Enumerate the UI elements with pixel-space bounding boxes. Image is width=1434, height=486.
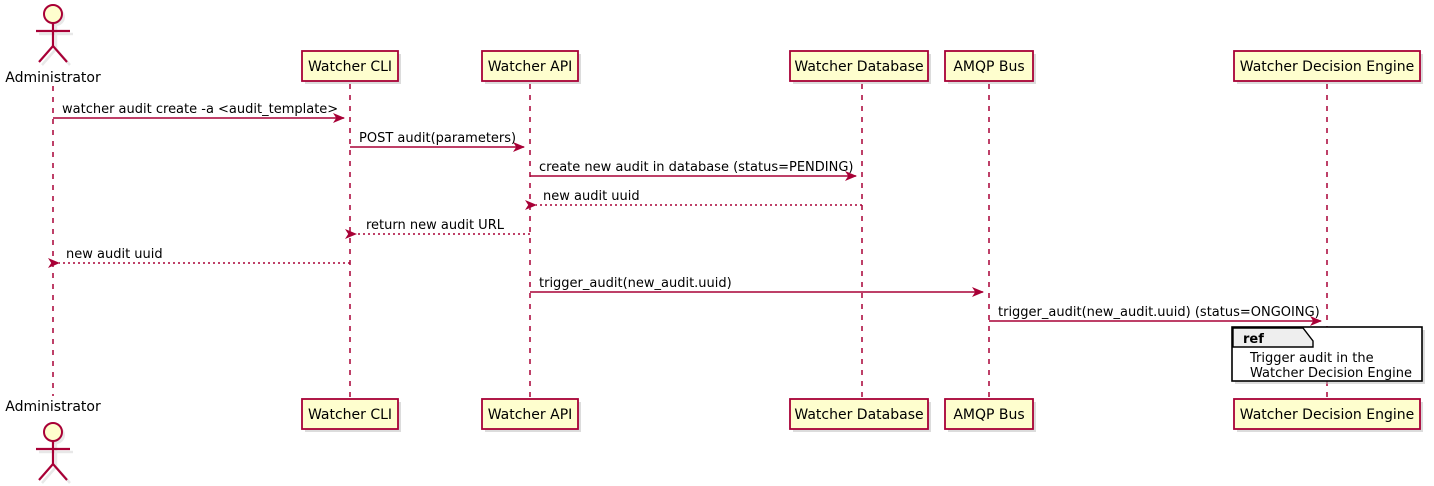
participant-box-watcher-cli-bottom[interactable]: Watcher CLI — [301, 398, 401, 432]
participant-label-watcher-decision-engine-bottom: Watcher Decision Engine — [1240, 407, 1414, 423]
participant-label-amqp-bus-bottom: AMQP Bus — [953, 407, 1024, 423]
participant-box-watcher-database-top[interactable]: Watcher Database — [789, 50, 931, 84]
participant-box-rect — [789, 50, 929, 82]
message-2[interactable]: POST audit(parameters) — [350, 131, 525, 152]
message-label-5: return new audit URL — [366, 218, 505, 233]
participant-label-watcher-database-top: Watcher Database — [794, 59, 923, 75]
reference-block-line-2: Watcher Decision Engine — [1250, 366, 1412, 381]
participant-label-watcher-cli-bottom: Watcher CLI — [308, 407, 392, 423]
participant-label-watcher-decision-engine-top: Watcher Decision Engine — [1240, 59, 1414, 75]
participant-box-amqp-bus-top[interactable]: AMQP Bus — [944, 50, 1036, 84]
actor-head-icon — [43, 4, 63, 24]
participant-box-rect — [944, 398, 1034, 430]
reference-block-header — [1232, 327, 1314, 348]
message-6[interactable]: new audit uuid — [48, 247, 350, 268]
participant-box-watcher-decision-engine-bottom[interactable]: Watcher Decision Engine — [1233, 398, 1423, 432]
reference-block-keyword: ref — [1243, 332, 1264, 347]
message-label-8: trigger_audit(new_audit.uuid) (status=ON… — [998, 305, 1320, 320]
message-label-6: new audit uuid — [66, 247, 163, 262]
actor-leg-right — [52, 463, 68, 481]
reference-block[interactable]: ref Trigger audit in the Watcher Decisio… — [1231, 326, 1425, 384]
participant-box-rect — [1233, 50, 1421, 82]
participant-label-amqp-bus-top: AMQP Bus — [953, 59, 1024, 75]
message-label-3: create new audit in database (status=PEN… — [539, 160, 854, 175]
participant-label-watcher-cli-top: Watcher CLI — [308, 59, 392, 75]
actor-administrator-top[interactable]: Administrator — [5, 4, 101, 86]
message-1[interactable]: watcher audit create -a <audit_template> — [53, 102, 345, 123]
message-label-7: trigger_audit(new_audit.uuid) — [539, 276, 732, 291]
actor-administrator-bottom[interactable]: Administrator — [5, 399, 101, 484]
lifelines — [52, 84, 1328, 398]
actor-label-administrator-top: Administrator — [5, 70, 101, 86]
participant-box-rect — [789, 398, 929, 430]
participant-label-watcher-api-bottom: Watcher API — [488, 407, 573, 423]
actor-head-icon — [43, 422, 63, 442]
participant-box-rect — [481, 398, 579, 430]
participant-box-rect — [1233, 398, 1421, 430]
participant-box-watcher-cli-top[interactable]: Watcher CLI — [301, 50, 401, 84]
participant-box-amqp-bus-bottom[interactable]: AMQP Bus — [944, 398, 1036, 432]
participant-box-watcher-api-bottom[interactable]: Watcher API — [481, 398, 581, 432]
message-label-1: watcher audit create -a <audit_template> — [62, 102, 338, 117]
message-4[interactable]: new audit uuid — [525, 189, 862, 210]
participant-box-watcher-database-bottom[interactable]: Watcher Database — [789, 398, 931, 432]
participant-box-rect — [301, 50, 399, 82]
message-label-2: POST audit(parameters) — [359, 131, 516, 146]
actor-label-administrator-bottom: Administrator — [5, 399, 101, 415]
actor-leg-right — [52, 45, 68, 63]
actor-leg-left — [38, 45, 54, 63]
participant-box-rect — [944, 50, 1034, 82]
participant-box-watcher-api-top[interactable]: Watcher API — [481, 50, 581, 84]
participant-box-watcher-decision-engine-top[interactable]: Watcher Decision Engine — [1233, 50, 1423, 84]
message-8[interactable]: trigger_audit(new_audit.uuid) (status=ON… — [989, 305, 1322, 326]
participant-label-watcher-api-top: Watcher API — [488, 59, 573, 75]
message-label-4: new audit uuid — [543, 189, 640, 204]
participant-box-rect — [301, 398, 399, 430]
participant-label-watcher-database-bottom: Watcher Database — [794, 407, 923, 423]
message-3[interactable]: create new audit in database (status=PEN… — [530, 160, 857, 181]
message-5[interactable]: return new audit URL — [345, 218, 530, 239]
message-7[interactable]: trigger_audit(new_audit.uuid) — [530, 276, 984, 297]
actor-leg-left — [38, 463, 54, 481]
reference-block-line-1: Trigger audit in the — [1249, 351, 1374, 366]
participant-box-rect — [481, 50, 579, 82]
